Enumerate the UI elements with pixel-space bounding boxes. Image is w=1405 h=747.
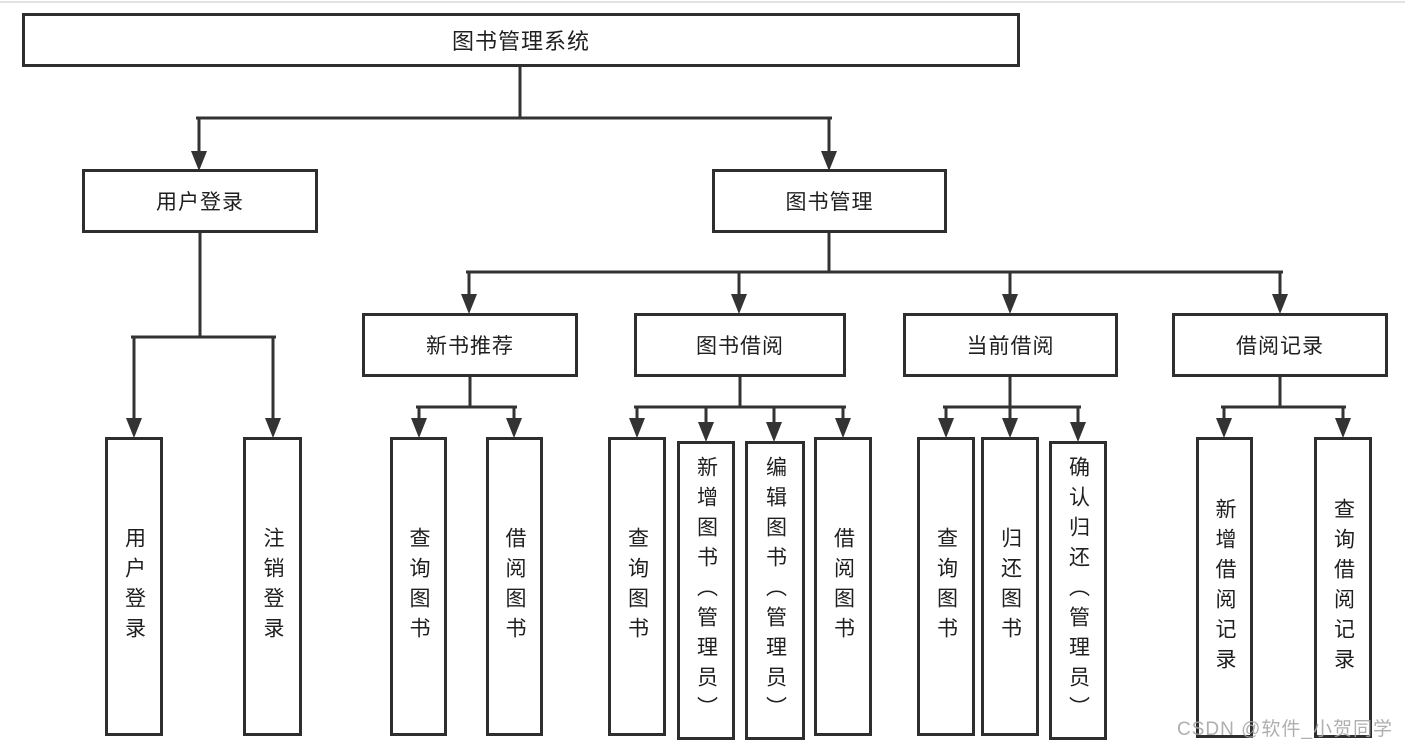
node-borrow-records: 借阅记录 [1172, 313, 1388, 377]
leaf-borrow-books-recommend-label: 借阅图书 [503, 526, 526, 647]
arrowhead-down-icon [1070, 422, 1086, 442]
arrowhead-down-icon [265, 418, 281, 438]
node-borrow-records-label: 借阅记录 [1236, 335, 1324, 358]
leaf-query-borrow-record: 查询借阅记录 [1314, 437, 1372, 738]
connector-path [416, 375, 517, 426]
connector-path [943, 375, 1081, 430]
leaf-borrow-books-label: 借阅图书 [831, 526, 855, 647]
node-root: 图书管理系统 [22, 13, 1020, 67]
arrowhead-down-icon [821, 151, 837, 171]
node-book-borrow: 图书借阅 [634, 313, 846, 377]
leaf-confirm-return-admin-label: 确认归还（管理员） [1066, 455, 1090, 726]
leaf-user-login: 用户登录 [105, 437, 163, 736]
arrowhead-down-icon [1002, 418, 1018, 438]
leaf-query-books-recommend-label: 查询图书 [407, 526, 430, 647]
node-book-management: 图书管理 [712, 169, 947, 233]
leaf-logout-label: 注销登录 [261, 526, 284, 647]
leaf-query-books-borrow-label: 查询图书 [625, 526, 649, 647]
leaf-borrow-books: 借阅图书 [814, 437, 872, 736]
leaf-add-books-admin-label: 新增图书（管理员） [694, 455, 718, 726]
arrowhead-down-icon [411, 418, 427, 438]
arrowhead-down-icon [1216, 418, 1232, 438]
leaf-edit-books-admin: 编辑图书（管理员） [745, 441, 805, 740]
node-new-book-recommend: 新书推荐 [362, 313, 578, 377]
arrowhead-down-icon [126, 418, 142, 438]
connector-path [1221, 375, 1346, 426]
arrowhead-down-icon [1335, 418, 1351, 438]
page-top-divider [0, 1, 1405, 3]
connector-path [634, 375, 846, 430]
leaf-borrow-books-recommend: 借阅图书 [486, 437, 543, 736]
csdn-watermark: CSDN @软件_小贺同学 [1177, 719, 1393, 740]
leaf-edit-books-admin-label: 编辑图书（管理员） [763, 455, 787, 726]
arrowhead-down-icon [506, 418, 522, 438]
node-book-management-label: 图书管理 [785, 191, 874, 214]
leaf-add-borrow-record: 新增借阅记录 [1196, 437, 1253, 738]
arrowhead-down-icon [1002, 294, 1018, 314]
arrowhead-down-icon [629, 418, 645, 438]
arrowhead-down-icon [191, 151, 207, 171]
leaf-query-borrow-record-label: 查询借阅记录 [1331, 497, 1355, 678]
node-book-borrow-label: 图书借阅 [696, 335, 784, 358]
arrowhead-down-icon [938, 418, 954, 438]
arrowhead-down-icon [461, 294, 477, 314]
node-current-borrow-label: 当前借阅 [966, 335, 1055, 358]
node-current-borrow: 当前借阅 [903, 313, 1118, 377]
leaf-confirm-return-admin: 确认归还（管理员） [1049, 441, 1107, 740]
arrowhead-down-icon [1272, 294, 1288, 314]
arrowhead-down-icon [731, 294, 747, 314]
leaf-logout: 注销登录 [243, 437, 302, 736]
leaf-add-borrow-record-label: 新增借阅记录 [1213, 497, 1236, 678]
node-user-login-label: 用户登录 [156, 191, 244, 214]
leaf-add-books-admin: 新增图书（管理员） [677, 441, 735, 740]
leaf-return-books-label: 归还图书 [998, 526, 1022, 647]
arrowhead-down-icon [766, 422, 782, 442]
connector-path [196, 65, 832, 157]
leaf-return-books: 归还图书 [981, 437, 1039, 736]
leaf-query-books-borrow: 查询图书 [608, 437, 666, 736]
leaf-query-books-current-label: 查询图书 [934, 526, 958, 647]
leaf-query-books-current: 查询图书 [917, 437, 975, 736]
node-root-label: 图书管理系统 [451, 29, 590, 54]
arrowhead-down-icon [835, 418, 851, 438]
node-user-login: 用户登录 [82, 169, 318, 233]
connector-path [466, 231, 1283, 302]
arrowhead-down-icon [698, 422, 714, 442]
node-new-book-recommend-label: 新书推荐 [426, 335, 514, 358]
leaf-user-login-label: 用户登录 [122, 526, 146, 647]
connector-path [131, 231, 276, 424]
leaf-query-books-recommend: 查询图书 [390, 437, 447, 736]
